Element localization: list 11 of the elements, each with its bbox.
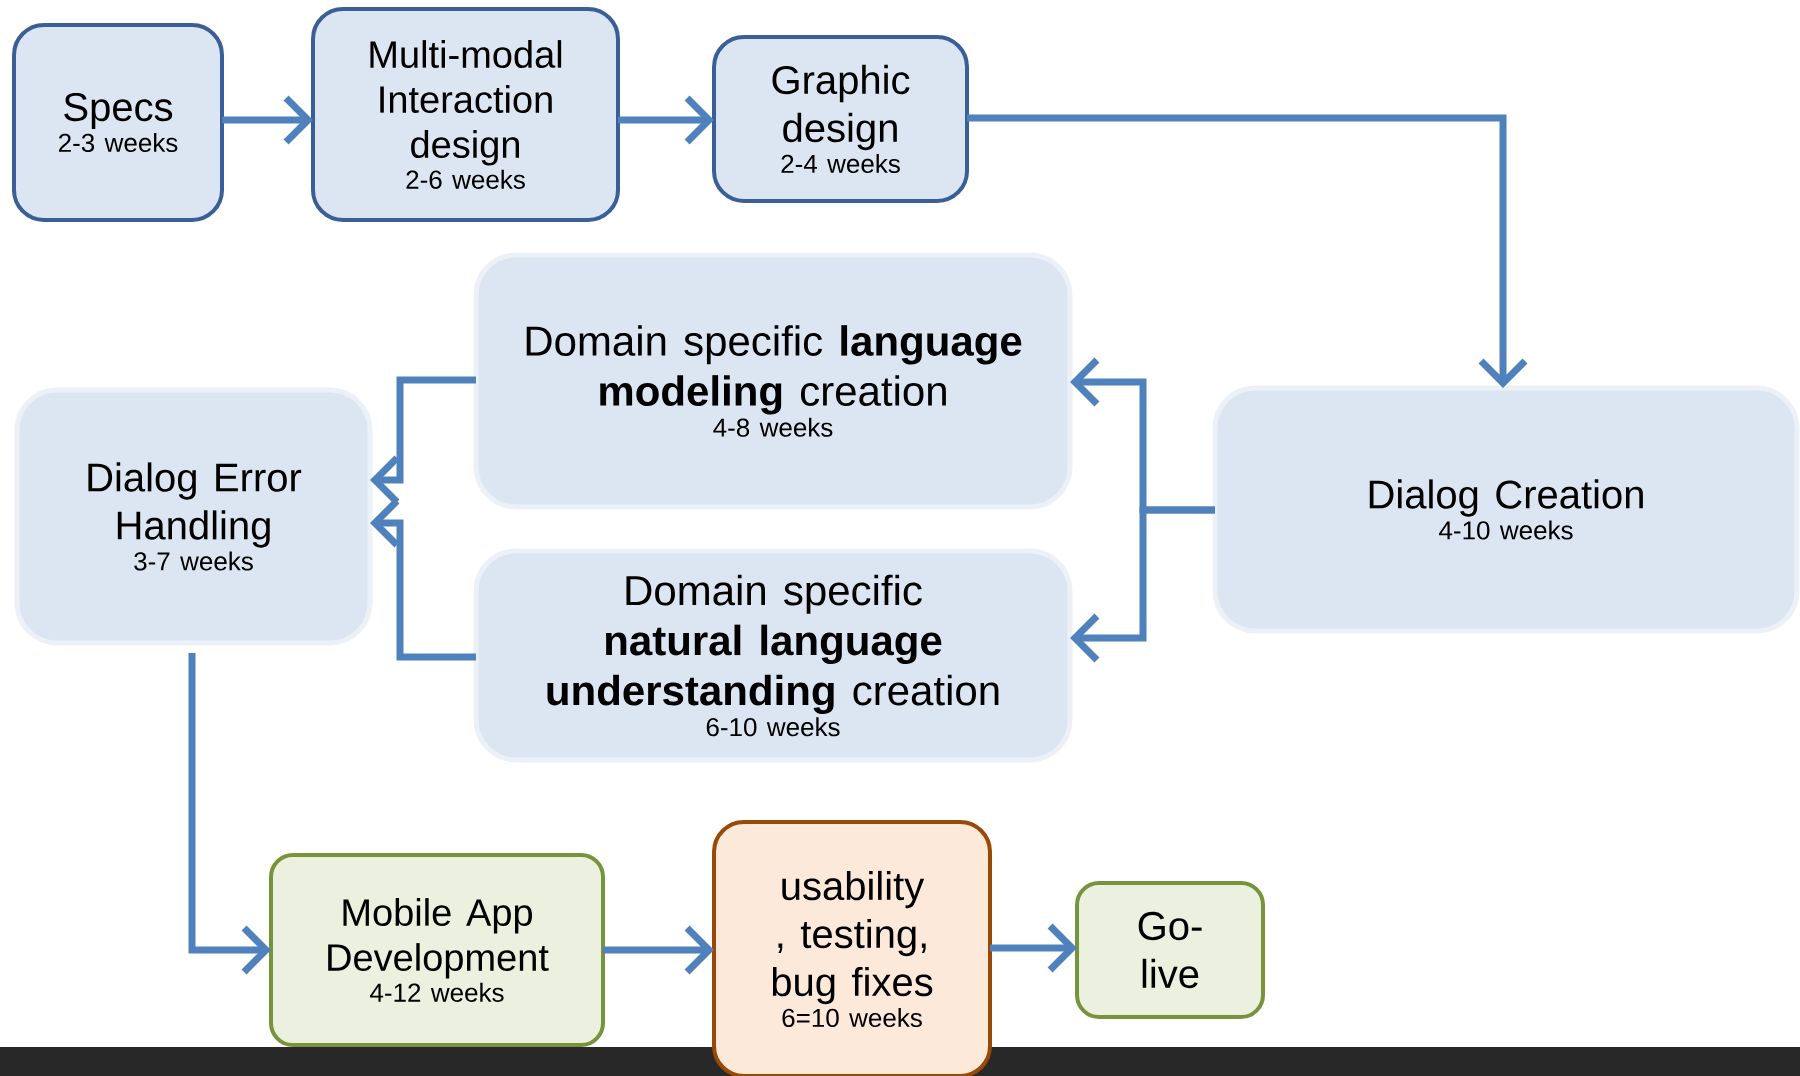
process-box: Dialog Error Handling 3-7 weeks	[14, 387, 373, 646]
process-box: usability , testing, bug fixes 6=10 weeks	[712, 820, 992, 1076]
process-box: Mobile App Development 4-12 weeks	[269, 853, 605, 1047]
process-box: Domain specific language modeling creation 4-8 weeks	[473, 252, 1073, 510]
arrow	[967, 114, 1528, 388]
process-box: Specs 2-3 weeks	[12, 23, 224, 222]
process-box: Multi-modal Interaction design 2-6 weeks	[311, 7, 620, 222]
process-box: Graphic design 2-4 weeks	[712, 35, 969, 203]
process-box: Domain specific natural language understanding creation 6-10 weeks	[473, 548, 1073, 763]
process-box: Dialog Creation 4-10 weeks	[1212, 385, 1800, 634]
process-box: Go- live	[1075, 881, 1265, 1019]
